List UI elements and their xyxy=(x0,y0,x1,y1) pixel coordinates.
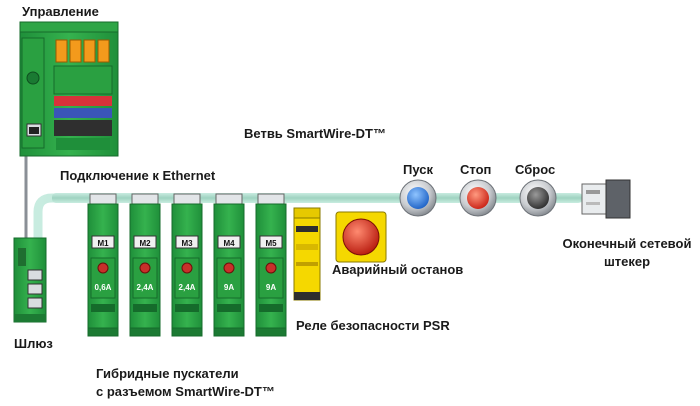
label-stop: Стоп xyxy=(460,162,492,177)
label-control: Управление xyxy=(22,4,99,19)
starter-base xyxy=(255,327,287,337)
reset-button xyxy=(519,179,557,217)
psr-relay xyxy=(293,207,321,301)
label-smartwire-branch: Ветвь SmartWire-DT™ xyxy=(244,126,386,141)
label-gateway: Шлюз xyxy=(14,336,53,351)
starter-base xyxy=(129,327,161,337)
starter-tag-plate xyxy=(259,235,283,249)
start-button xyxy=(399,179,437,217)
starter-connector xyxy=(89,193,117,205)
label-terminator-line1: Оконечный сетевой xyxy=(562,236,692,251)
starter-tag: M1 xyxy=(97,239,109,248)
starter-current: 9A xyxy=(266,283,276,292)
starter-led xyxy=(181,262,193,274)
starter-current: 9A xyxy=(224,283,234,292)
hybrid-starter: M5 9A xyxy=(255,193,287,337)
label-starters-line2: с разъемом SmartWire-DT™ xyxy=(96,384,275,399)
label-start: Пуск xyxy=(403,162,433,177)
emergency-stop-button xyxy=(335,211,387,263)
label-reset: Сброс xyxy=(515,162,556,177)
stop-button xyxy=(459,179,497,217)
starter-base xyxy=(213,327,245,337)
starter-slot xyxy=(259,304,283,312)
starter-current: 2,4A xyxy=(137,283,154,292)
starter-tag-plate xyxy=(175,235,199,249)
starter-tag: M4 xyxy=(223,239,235,248)
starter-led xyxy=(139,262,151,274)
starter-slot xyxy=(175,304,199,312)
starter-base xyxy=(171,327,203,337)
hybrid-starter: M3 2,4A xyxy=(171,193,203,337)
starter-base xyxy=(87,327,119,337)
label-ethernet: Подключение к Ethernet xyxy=(60,168,216,183)
starter-tag: M2 xyxy=(139,239,151,248)
starter-tag-plate xyxy=(133,235,157,249)
starter-led xyxy=(223,262,235,274)
hybrid-starter: M1 0,6A xyxy=(87,193,119,337)
starter-group: M1 0,6A M2 2,4A M3 2,4A M4 9A M5 9A xyxy=(87,193,287,337)
starter-slot xyxy=(217,304,241,312)
starter-connector xyxy=(215,193,243,205)
starter-slot xyxy=(133,304,157,312)
starter-led xyxy=(265,262,277,274)
hybrid-starter: M2 2,4A xyxy=(129,193,161,337)
starter-slot xyxy=(91,304,115,312)
starter-current: 0,6A xyxy=(95,283,112,292)
starter-tag: M5 xyxy=(265,239,277,248)
starter-tag-plate xyxy=(91,235,115,249)
starter-connector xyxy=(173,193,201,205)
hybrid-starter: M4 9A xyxy=(213,193,245,337)
starter-connector xyxy=(131,193,159,205)
control-unit xyxy=(19,21,119,157)
label-starters-line1: Гибридные пускатели xyxy=(96,366,239,381)
smartwire-cable xyxy=(33,193,585,249)
starter-connector xyxy=(257,193,285,205)
network-terminator-plug xyxy=(581,179,631,219)
label-emergency-stop: Аварийный останов xyxy=(332,262,464,277)
starter-tag-plate xyxy=(217,235,241,249)
starter-current: 2,4A xyxy=(179,283,196,292)
gateway-device xyxy=(13,237,47,323)
starter-led xyxy=(97,262,109,274)
starter-panel xyxy=(132,257,158,299)
starter-panel xyxy=(174,257,200,299)
starter-tag: M3 xyxy=(181,239,193,248)
label-terminator-line2: штекер xyxy=(603,254,651,269)
label-psr-relay: Реле безопасности PSR xyxy=(296,318,450,333)
